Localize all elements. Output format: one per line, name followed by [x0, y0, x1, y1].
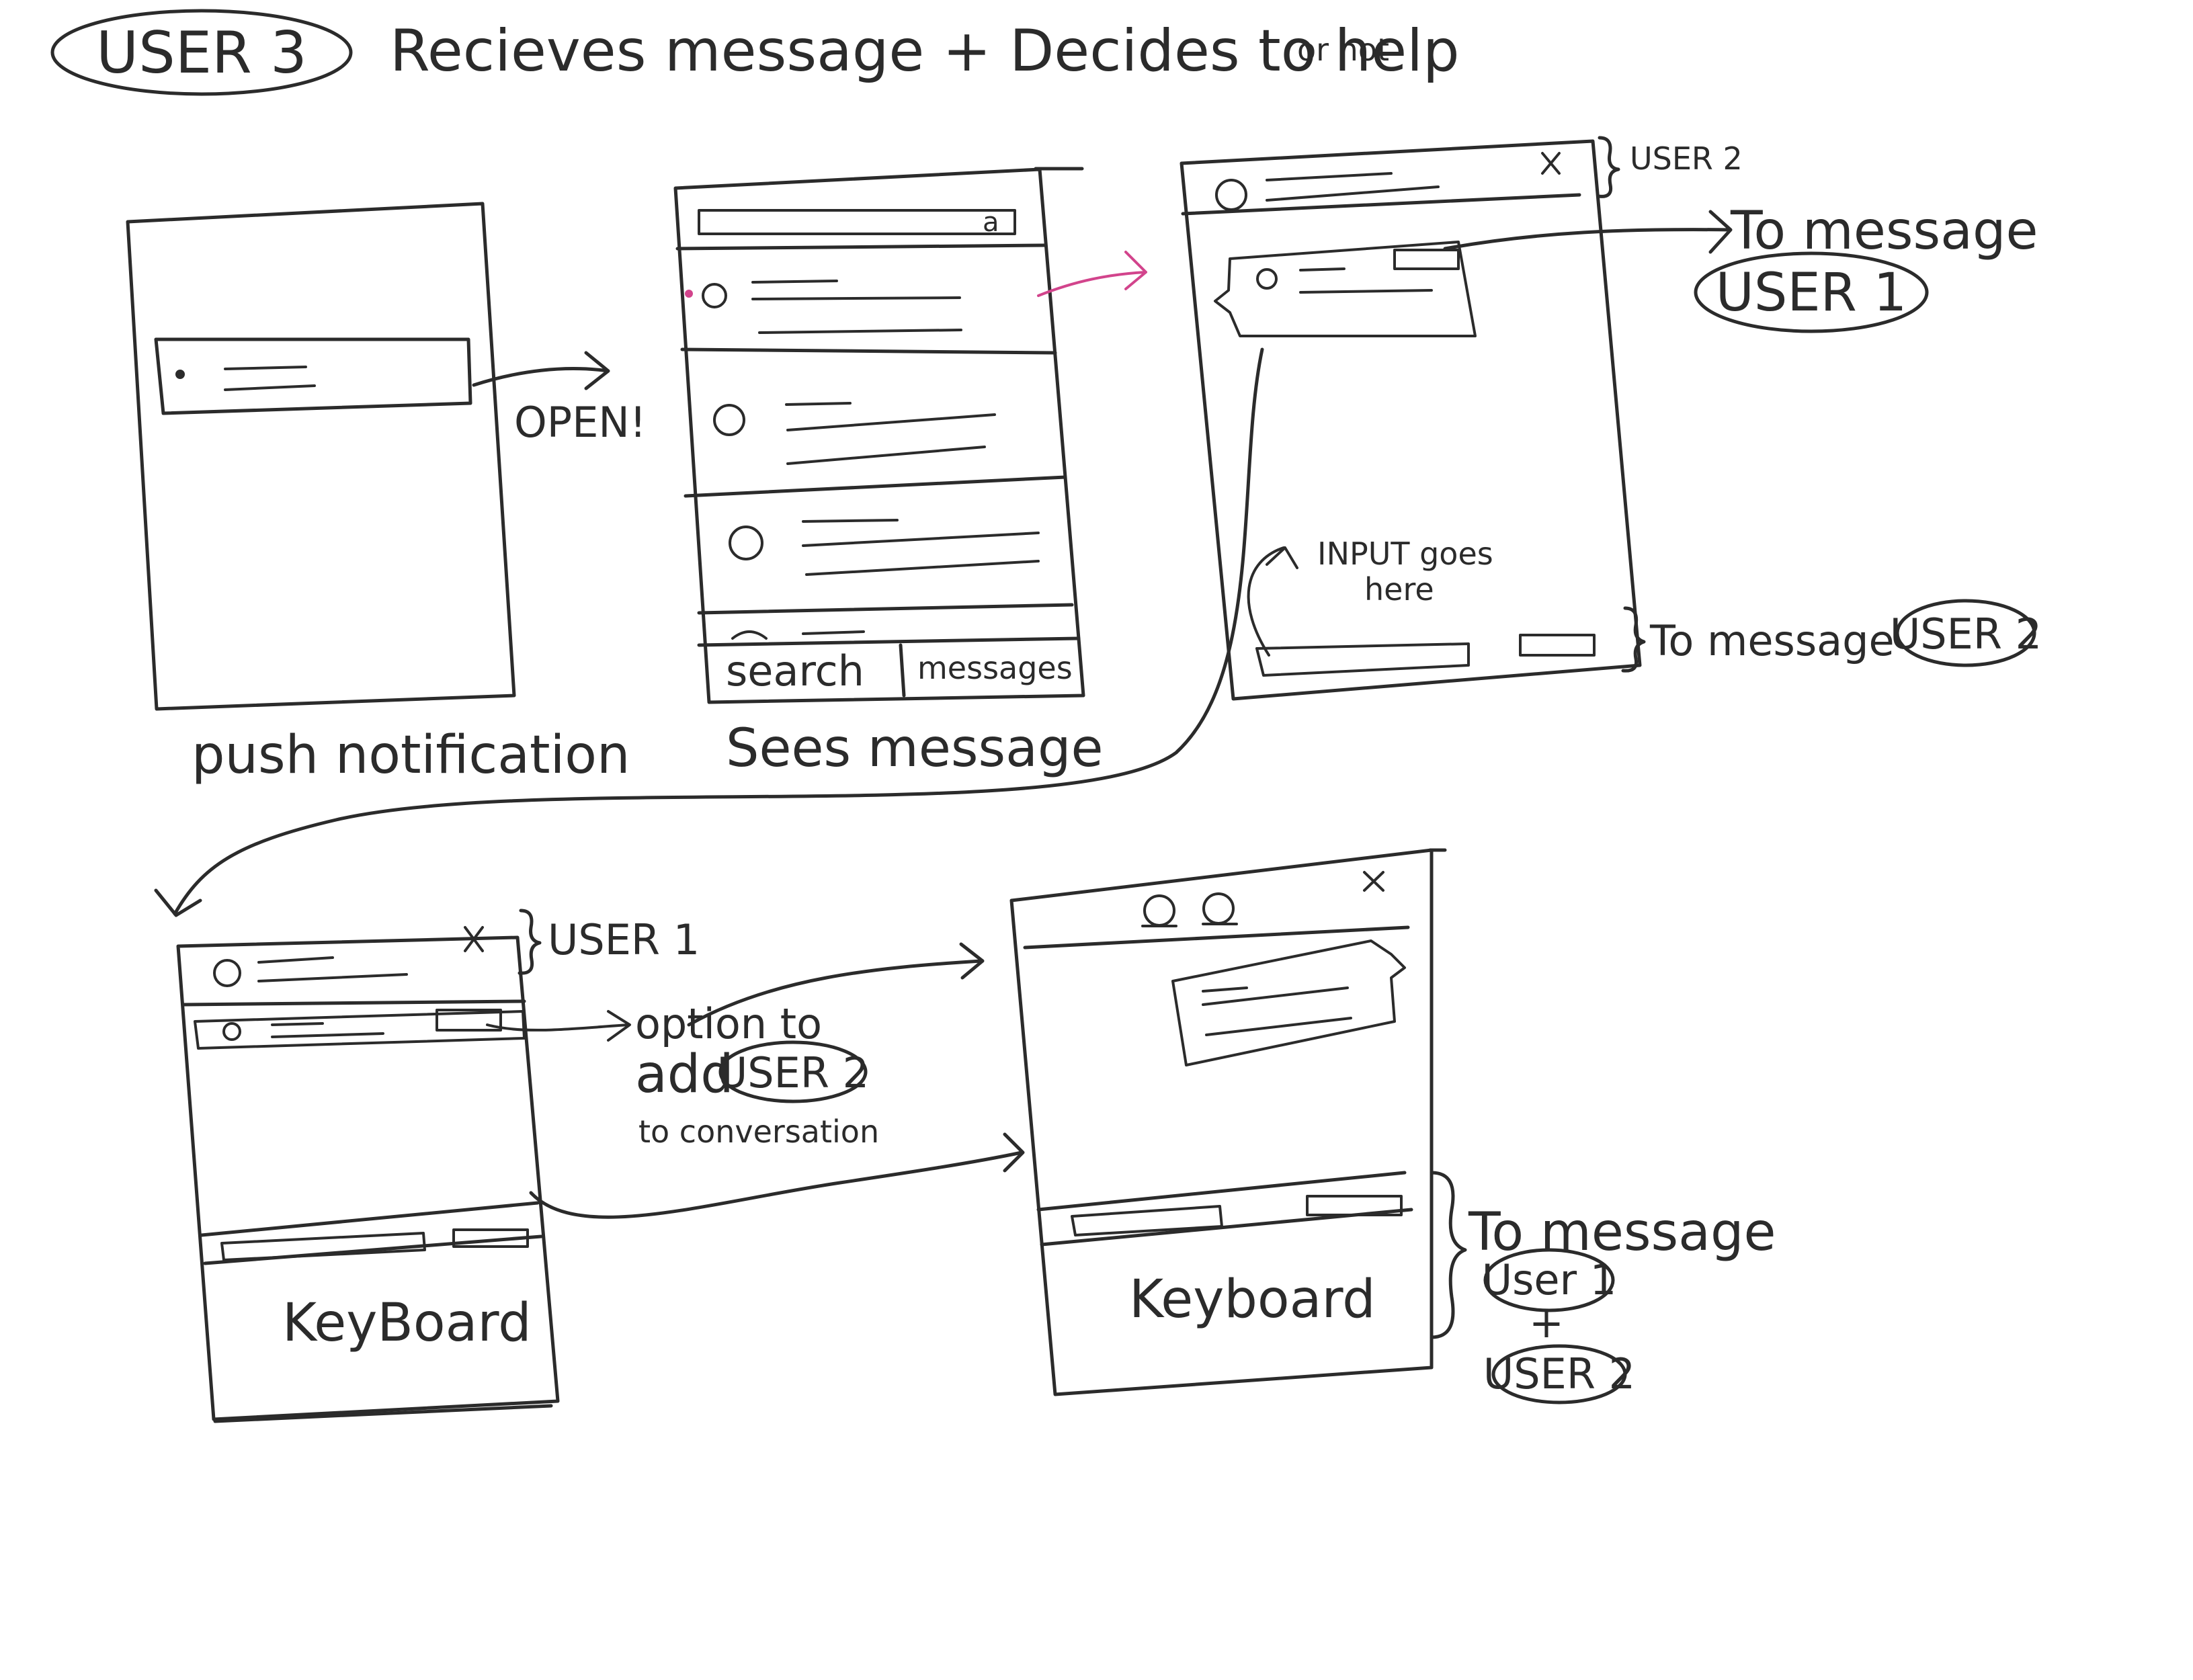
to-message-target-2: USER 2 [1890, 610, 2042, 659]
arrow-to-chat [1037, 251, 1147, 297]
user1-ellipse [1483, 1248, 1615, 1312]
option-line3: to conversation [638, 1114, 879, 1150]
notification-banner[interactable] [154, 337, 472, 415]
add-user-button[interactable] [436, 1009, 502, 1032]
close-icon[interactable] [1541, 152, 1561, 175]
close-icon[interactable] [1363, 871, 1384, 892]
contact-avatar [1215, 179, 1247, 211]
open-label: OPEN! [514, 398, 647, 447]
avatar [713, 404, 745, 436]
target-1: User 1 [1482, 1255, 1616, 1304]
option-target: USER 2 [717, 1048, 869, 1097]
user2-ellipse [1491, 1344, 1627, 1404]
to-message-label-2: To message [1649, 616, 1895, 665]
list-item[interactable] [729, 519, 1040, 576]
participant-avatar [1202, 892, 1235, 925]
brace-top [1596, 136, 1620, 198]
participant-avatar [1143, 894, 1175, 927]
add-user-button[interactable] [1393, 249, 1460, 270]
phone-frame [673, 167, 1085, 704]
keyboard-label: Keyboard [1129, 1269, 1376, 1330]
target-2: USER 2 [1483, 1349, 1635, 1398]
brace-bottom [1621, 606, 1646, 673]
brace-right [1430, 1171, 1467, 1339]
search-icon[interactable]: a [983, 207, 999, 238]
avatar [702, 283, 727, 308]
plus-sign: + [1529, 1298, 1564, 1347]
contact-name-lines [257, 956, 408, 982]
header-title: Recieves message + Decides to help [390, 17, 1460, 85]
arrow-open [472, 351, 610, 390]
phone-frame [1009, 848, 1434, 1396]
screen-chat-user2: INPUT goes here USER 2 To message USER 1… [1180, 136, 2042, 701]
screen-message-list: a search messages Sees message [673, 167, 1147, 779]
phone-frame [126, 202, 516, 711]
tab-search[interactable]: search [726, 646, 864, 696]
caption-push: push notification [192, 725, 630, 786]
search-bar[interactable] [698, 209, 1016, 235]
incoming-message-bubble[interactable] [1171, 939, 1406, 1066]
message-input-field[interactable] [220, 1232, 426, 1261]
phone-frame [176, 935, 560, 1421]
contact-name-lines [1266, 172, 1440, 202]
incoming-message-bubble[interactable] [194, 1010, 526, 1050]
screen-push-notification: OPEN! push notification [126, 202, 647, 786]
user3-ellipse [50, 9, 353, 96]
message-preview-lines [751, 280, 962, 334]
phone-frame [1180, 139, 1642, 701]
message-preview-lines [802, 519, 1040, 576]
input-note-line2: here [1364, 571, 1434, 607]
keyboard-label: KeyBoard [282, 1293, 532, 1353]
header-suffix: or not [1297, 32, 1389, 68]
arrow-to-group-bottom [529, 1132, 1025, 1219]
avatar [729, 526, 763, 560]
brace-top-label: USER 2 [1630, 140, 1743, 177]
incoming-message-bubble[interactable] [1214, 241, 1477, 337]
caption-list: Sees message [726, 718, 1103, 779]
screen-chat-user1: KeyBoard USER 1 option to add USER 2 to … [176, 909, 1025, 1423]
notification-dot [175, 370, 185, 379]
message-preview-lines [785, 402, 996, 465]
message-input-field[interactable] [1255, 642, 1470, 677]
close-icon[interactable] [464, 926, 484, 952]
arrow-to-message-user1 [1443, 210, 1733, 254]
list-item[interactable] [685, 280, 962, 334]
tab-messages[interactable]: messages [917, 650, 1073, 686]
notification-text-line [224, 366, 316, 391]
user2-ellipse [718, 1040, 868, 1103]
list-item[interactable] [713, 402, 996, 465]
contact-avatar [213, 959, 241, 987]
brace-top-label: USER 1 [548, 915, 700, 964]
option-line2: add [635, 1044, 734, 1105]
to-message-label-1: To message [1730, 201, 2038, 261]
user1-ellipse [1694, 251, 1929, 333]
input-note-line1: INPUT goes [1317, 536, 1493, 572]
header-actor: USER 3 [96, 19, 307, 87]
screen-group-chat: Keyboard To message User 1 + USER 2 [1009, 848, 1776, 1404]
brace-top [518, 909, 542, 975]
to-message-target-1: USER 1 [1716, 263, 1907, 323]
arrow-to-group-top [687, 942, 985, 1027]
arrow-option [486, 1010, 631, 1042]
send-button[interactable] [1519, 634, 1596, 657]
arrow-chat-to-user1 [154, 347, 1264, 917]
header: USER 3 Recieves message + Decides to hel… [50, 9, 1460, 96]
unread-dot [685, 290, 693, 298]
arrow-input-note [1247, 546, 1298, 657]
user2-ellipse [1895, 599, 2036, 667]
